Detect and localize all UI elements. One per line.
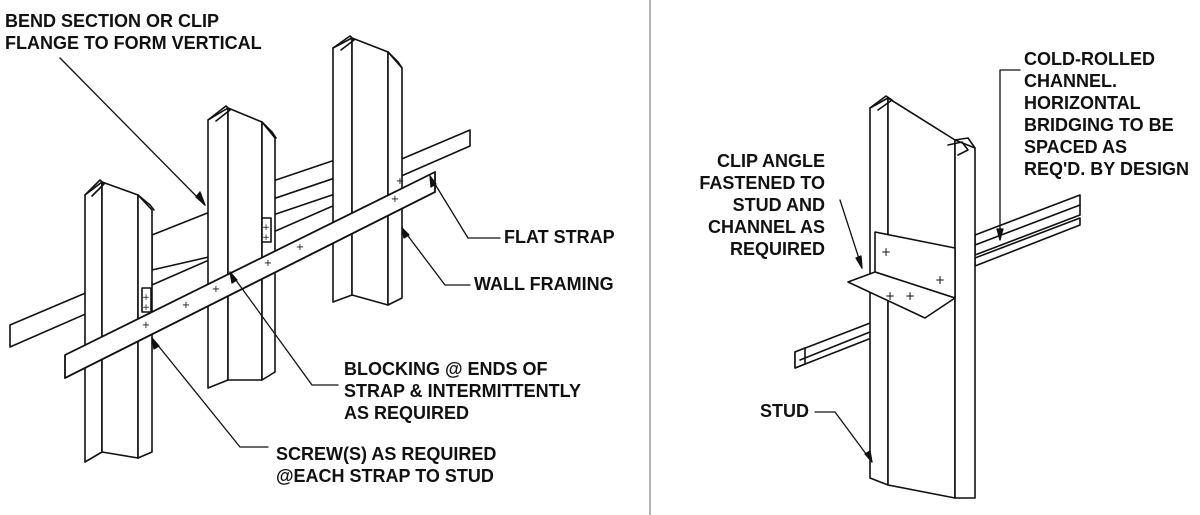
- label-line: FASTENED TO: [699, 173, 825, 193]
- label-line: FLANGE TO FORM VERTICAL: [5, 33, 262, 53]
- label-line: CLIP ANGLE: [716, 151, 825, 171]
- stud-middle: + +: [207, 105, 277, 389]
- label-cold-rolled-channel: COLD-ROLLED CHANNEL. HORIZONTAL BRIDGING…: [1024, 48, 1189, 180]
- label-line: SPACED AS: [1024, 137, 1128, 157]
- label-clip-angle: CLIP ANGLE FASTENED TO STUD AND CHANNEL …: [680, 150, 825, 260]
- svg-text:+: +: [142, 320, 150, 331]
- left-leaders: [59, 57, 501, 448]
- svg-text:+: +: [142, 293, 150, 303]
- svg-text:+: +: [262, 223, 270, 233]
- clip-angle: + + + +: [847, 231, 956, 319]
- label-line: WALL FRAMING: [474, 274, 614, 294]
- label-flat-strap: FLAT STRAP: [504, 226, 615, 248]
- label-line: @EACH STRAP TO STUD: [276, 466, 494, 486]
- right-leaders: [814, 69, 1021, 463]
- label-bend-section: BEND SECTION OR CLIP FLANGE TO FORM VERT…: [5, 10, 262, 54]
- svg-text:+: +: [881, 245, 891, 259]
- stud-right: [332, 35, 403, 306]
- right-detail: + + + +: [794, 69, 1081, 499]
- svg-text:+: +: [182, 300, 190, 311]
- label-line: BEND SECTION OR CLIP: [5, 11, 220, 31]
- svg-text:+: +: [262, 233, 270, 243]
- label-line: HORIZONTAL: [1024, 93, 1141, 113]
- label-line: BLOCKING @ ENDS OF: [344, 359, 548, 379]
- label-stud: STUD: [760, 400, 809, 422]
- svg-text:+: +: [212, 284, 220, 295]
- label-line: REQ'D. BY DESIGN: [1024, 159, 1189, 179]
- svg-text:+: +: [142, 303, 150, 313]
- label-blocking: BLOCKING @ ENDS OF STRAP & INTERMITTENTL…: [344, 358, 581, 424]
- svg-text:+: +: [296, 242, 304, 253]
- label-line: REQUIRED: [729, 239, 825, 259]
- label-line: SCREW(S) AS REQUIRED: [276, 444, 497, 464]
- label-line: CHANNEL.: [1024, 71, 1117, 91]
- svg-text:+: +: [885, 289, 895, 303]
- label-screws: SCREW(S) AS REQUIRED @EACH STRAP TO STUD: [276, 443, 496, 487]
- label-wall-framing: WALL FRAMING: [474, 273, 614, 295]
- front-flat-strap: + + + + + + +: [64, 171, 436, 379]
- label-line: COLD-ROLLED: [1024, 49, 1155, 69]
- label-line: STUD AND: [732, 195, 825, 215]
- svg-text:+: +: [391, 194, 399, 205]
- svg-text:+: +: [935, 273, 945, 287]
- left-detail: + + + +: [9, 35, 501, 463]
- label-line: AS REQUIRED: [344, 403, 470, 423]
- svg-text:+: +: [905, 289, 915, 303]
- label-line: STRAP & INTERMITTENTLY: [344, 381, 582, 401]
- cold-rolled-channel: [974, 194, 1081, 267]
- label-line: BRIDGING TO BE: [1024, 115, 1174, 135]
- label-line: FLAT STRAP: [504, 227, 615, 247]
- stud-left: + +: [84, 179, 155, 463]
- svg-text:+: +: [396, 176, 404, 187]
- label-line: CHANNEL AS: [707, 217, 825, 237]
- label-line: STUD: [760, 401, 809, 421]
- svg-text:+: +: [264, 258, 272, 269]
